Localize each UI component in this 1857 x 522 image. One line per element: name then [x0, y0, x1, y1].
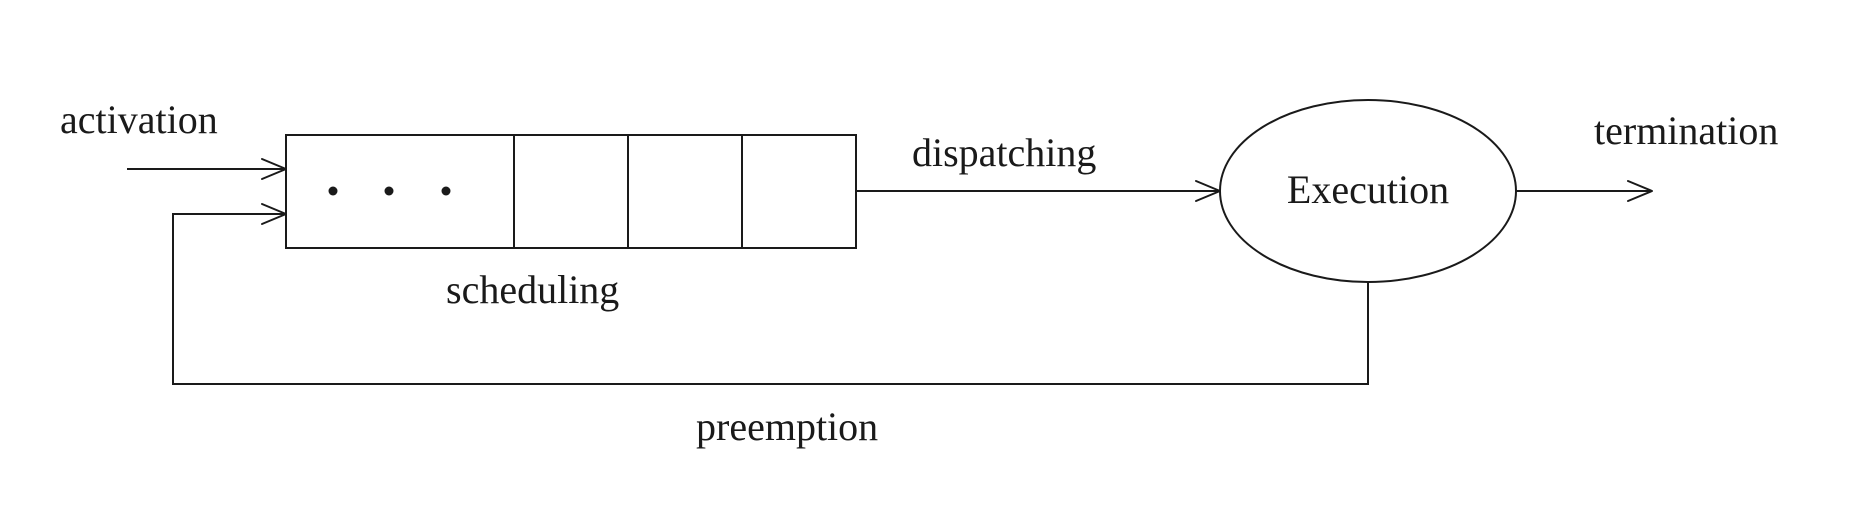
- dispatching-arrow: [856, 180, 1221, 202]
- execution-node: Execution: [1219, 99, 1517, 283]
- ready-queue: [285, 134, 857, 249]
- termination-label: termination: [1594, 108, 1778, 153]
- execution-label: Execution: [1287, 167, 1449, 212]
- queue-outline: [285, 134, 857, 249]
- ellipsis-dot: [384, 186, 394, 196]
- ellipsis-dot: [441, 186, 451, 196]
- activation-label: activation: [60, 97, 218, 142]
- activation-arrow: [127, 158, 287, 180]
- dispatching-label: dispatching: [912, 130, 1096, 175]
- preemption-label: preemption: [696, 404, 878, 449]
- preemption-path: [172, 203, 1369, 385]
- termination-arrow: [1516, 180, 1653, 202]
- scheduling-label: scheduling: [446, 267, 619, 312]
- ellipsis-dot: [328, 186, 338, 196]
